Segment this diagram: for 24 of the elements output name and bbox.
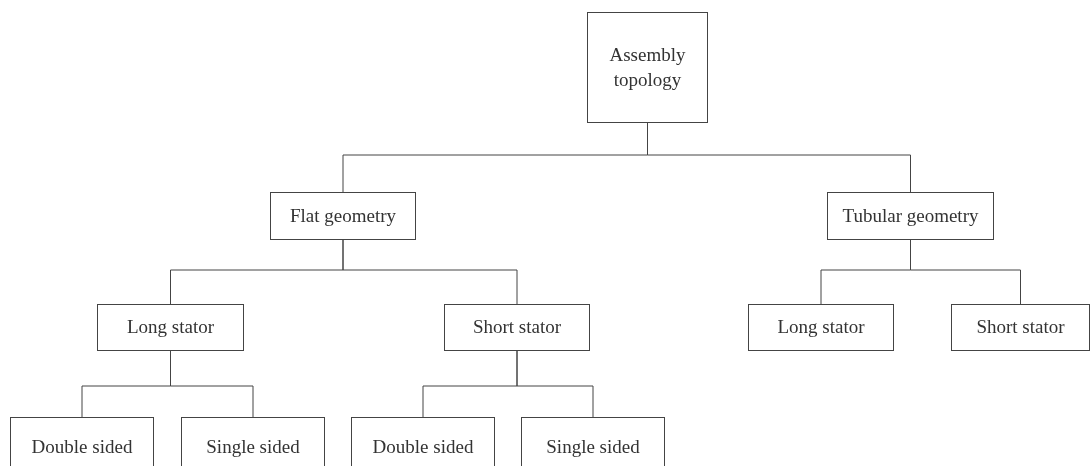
node-label: Short stator	[976, 315, 1065, 340]
category-box	[827, 192, 994, 240]
node-label: Flat geometry	[289, 203, 397, 228]
connector-line	[516, 350, 594, 418]
category-box	[10, 417, 154, 466]
category-box	[181, 417, 325, 466]
node-label: Single sided	[206, 435, 300, 460]
node-label: Long stator	[777, 315, 865, 340]
category-box	[587, 12, 708, 123]
category-box	[521, 417, 665, 466]
category-box	[270, 192, 416, 240]
node-label: Long stator	[126, 315, 215, 340]
connector-line	[342, 239, 518, 305]
category-box	[97, 304, 244, 351]
node-label: Tubular geometry	[842, 203, 979, 228]
node-label: Assembly topology	[609, 42, 686, 92]
category-box	[951, 304, 1090, 351]
node-label: Short stator	[472, 315, 562, 340]
category-box	[444, 304, 590, 351]
node-label: Double sided	[31, 435, 133, 460]
node-label: Single sided	[546, 435, 640, 460]
category-box	[351, 417, 495, 466]
node-label: Double sided	[372, 435, 474, 460]
category-box	[748, 304, 894, 351]
